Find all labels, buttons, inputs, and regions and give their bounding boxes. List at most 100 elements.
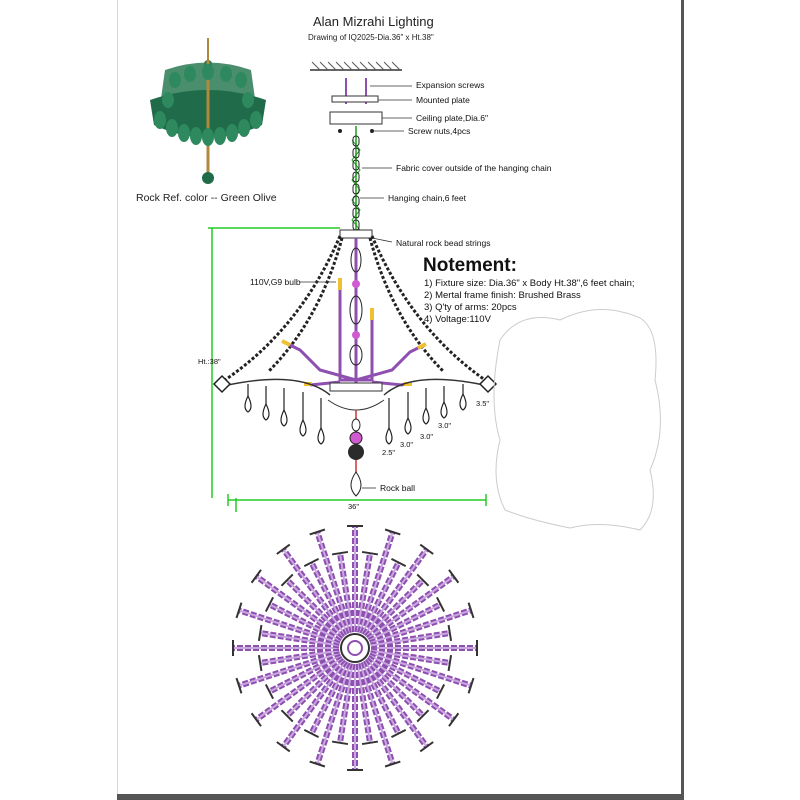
callout-leaders (300, 85, 412, 489)
top-view-arm-highlight (370, 649, 450, 665)
top-view-arm-cap (276, 741, 291, 753)
top-view-arm-highlight (338, 553, 354, 633)
top-view-arm-cap (448, 712, 460, 727)
drop-length-label: 3.0" (438, 421, 452, 430)
top-view-arm-cap (416, 573, 430, 587)
top-view-arm-cap (257, 624, 263, 642)
label-rock-ball: Rock ball (380, 483, 415, 493)
top-view-arm-highlight (361, 562, 400, 635)
page-edge-bottom (117, 794, 684, 800)
top-view-arm-highlight (338, 663, 354, 743)
top-view-arm-highlight (356, 553, 372, 633)
rock-drops-right (385, 384, 467, 445)
top-view-arm-highlight (363, 660, 428, 748)
top-view-arm-highlight (269, 654, 342, 693)
top-view-arm-highlight (282, 660, 347, 748)
reference-color-caption: Rock Ref. color -- Green Olive (136, 192, 277, 204)
top-view-arm-cap (235, 602, 243, 619)
diameter-label: 36" (348, 502, 360, 511)
top-view-arm-cap (391, 729, 407, 739)
top-view-arm-cap (416, 709, 430, 723)
sketch-scribble (493, 309, 661, 531)
note-item: 4) Voltage:110V (424, 314, 491, 325)
hanging-chain (351, 126, 361, 232)
top-view-arm-highlight (310, 562, 349, 635)
top-view-arm-cap (303, 729, 319, 739)
mounted-plate (331, 95, 379, 103)
page-edge-right (681, 0, 684, 800)
top-view-arm-highlight (361, 661, 400, 734)
drawing-title: Alan Mizrahi Lighting (313, 14, 434, 29)
top-view-arm-cap (250, 712, 262, 727)
label-expansion-screws: Expansion screws (416, 80, 485, 90)
base-bowl (327, 399, 385, 411)
top-view-arm-cap (467, 677, 475, 694)
top-view-arm-highlight (255, 575, 343, 640)
top-view-arm-cap (235, 677, 243, 694)
top-view-arm-cap (303, 557, 319, 567)
rock-bead-strings (221, 235, 489, 384)
note-item: 3) Q'ty of arms: 20pcs (424, 302, 517, 313)
label-rock-bead-strings: Natural rock bead strings (396, 238, 491, 248)
top-view-arm-highlight (365, 579, 424, 638)
ceiling-hatch (310, 61, 402, 71)
top-view-arm-cap (448, 569, 460, 584)
reference-chandelier-image (150, 38, 266, 184)
top-view-arm-highlight (369, 609, 472, 645)
height-label: Ht.:38" (198, 357, 221, 366)
top-view-arm-cap (250, 569, 262, 584)
top-view-arm-highlight (310, 661, 349, 734)
top-view-arm-cap (419, 741, 434, 753)
top-view-arm-highlight (365, 658, 424, 717)
top-view-arm-cap (391, 557, 407, 567)
screw-nuts (338, 129, 374, 133)
rock-ball (348, 410, 364, 497)
label-ceiling-plate: Ceiling plate,Dia.6" (416, 113, 489, 123)
top-view-arm-cap (331, 740, 349, 746)
top-view-arm-highlight (286, 658, 345, 717)
top-view-arm-cap (384, 528, 401, 536)
drawing-subtitle: Drawing of IQ2025-Dia.36" x Ht.38" (308, 33, 434, 42)
note-item: 1) Fixture size: Dia.36" x Body Ht.38",6… (424, 278, 635, 289)
top-view-arm-cap (264, 684, 274, 700)
top-view-arm-cap (280, 573, 294, 587)
rock-drops-left (244, 384, 325, 445)
diameter-dimension (227, 494, 487, 506)
top-view-center-hub (347, 640, 363, 656)
label-hanging-chain: Hanging chain,6 feet (388, 193, 466, 203)
top-view-arm-cap (309, 528, 326, 536)
top-view-arm-cap (447, 654, 453, 672)
top-view-arm-highlight (370, 631, 450, 647)
top-view-arm-highlight (316, 531, 352, 634)
lower-frame (227, 378, 485, 396)
central-column (349, 238, 363, 385)
top-view-arm-cap (264, 596, 274, 612)
top-view-arm-highlight (363, 548, 428, 636)
top-view-arm-highlight (260, 649, 340, 665)
top-view-arm-highlight (367, 575, 455, 640)
top-view-arm-highlight (367, 656, 455, 721)
top-view-arm-highlight (368, 603, 441, 642)
label-mounted-plate: Mounted plate (416, 95, 470, 105)
base-ring (329, 382, 383, 392)
top-view-arm-cap (257, 654, 263, 672)
top-view-arm-highlight (238, 651, 341, 687)
top-view-arm-cap (361, 550, 379, 556)
drop-length-label: 2.5" (382, 448, 396, 457)
top-view-arm-highlight (269, 603, 342, 642)
top-view-arm-cap (361, 740, 379, 746)
top-view-arm-highlight (282, 548, 347, 636)
top-view-arm-cap (280, 709, 294, 723)
top-view-arm-cap (384, 760, 401, 768)
top-view-arm-cap (331, 550, 349, 556)
notes-heading: Notement: (423, 255, 517, 276)
top-view-arm-highlight (260, 631, 340, 647)
label-screw-nuts: Screw nuts,4pcs (408, 126, 471, 136)
top-view-arm-cap (419, 543, 434, 555)
top-view-arm-cap (436, 596, 446, 612)
top-view-arm-highlight (286, 579, 345, 638)
top-view-arm-highlight (356, 663, 372, 743)
top-view-arm-cap (309, 760, 326, 768)
